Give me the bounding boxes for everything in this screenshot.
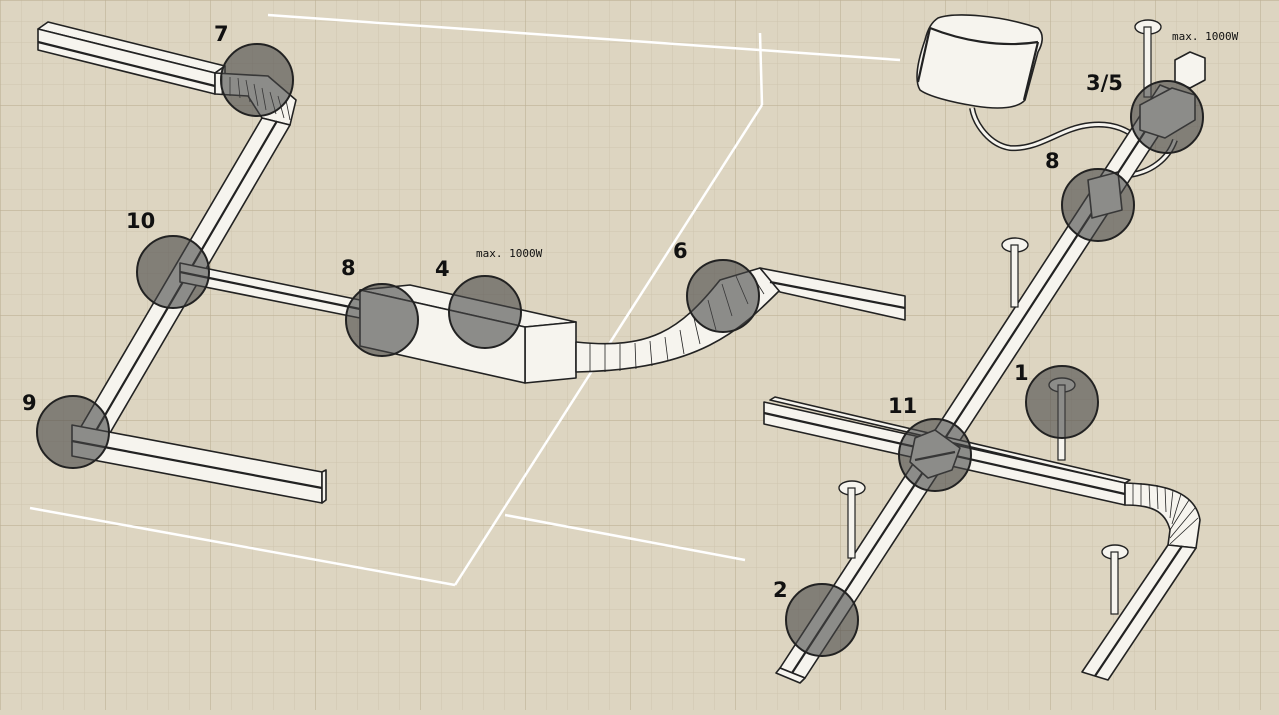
label-7: 7 bbox=[214, 22, 229, 46]
callout-circle-1 bbox=[1025, 365, 1099, 439]
callout-circles bbox=[36, 43, 1204, 657]
callout-circle-8-right bbox=[1061, 168, 1135, 242]
callout-circle-11 bbox=[898, 418, 972, 492]
callout-circle-3-5 bbox=[1130, 80, 1204, 154]
number-labels: 7 10 9 8 4 max. 1000W 6 max. 1000W 3/5 8… bbox=[22, 22, 1239, 602]
label-8-left: 8 bbox=[341, 256, 356, 280]
power-rating-left: max. 1000W bbox=[476, 247, 543, 260]
ceiling-suspension-top bbox=[1134, 19, 1162, 98]
track-rail-right-descending bbox=[1081, 544, 1197, 681]
label-8-right: 8 bbox=[1045, 149, 1060, 173]
callout-circle-7 bbox=[220, 43, 294, 117]
callout-circle-8-left bbox=[345, 283, 419, 357]
callout-circle-2 bbox=[785, 583, 859, 657]
flexible-bend-right bbox=[1124, 482, 1201, 549]
label-4: 4 bbox=[435, 257, 450, 281]
track-rail-right-end bbox=[759, 267, 906, 321]
label-6: 6 bbox=[673, 239, 688, 263]
transformer-box bbox=[916, 14, 1043, 109]
label-10: 10 bbox=[126, 209, 155, 233]
callout-circle-10 bbox=[136, 235, 210, 309]
ceiling-suspension-mid bbox=[1001, 237, 1029, 308]
label-2: 2 bbox=[773, 578, 788, 602]
callout-circle-4 bbox=[448, 275, 522, 349]
label-9: 9 bbox=[22, 391, 37, 415]
ceiling-outline bbox=[29, 13, 901, 587]
callout-circle-6 bbox=[686, 259, 760, 333]
callout-circle-9 bbox=[36, 395, 110, 469]
ceiling-suspension-lower-left bbox=[838, 480, 866, 559]
label-11: 11 bbox=[888, 394, 917, 418]
power-rating-right: max. 1000W bbox=[1172, 30, 1239, 43]
label-1: 1 bbox=[1014, 361, 1029, 385]
ceiling-suspension-lower-right bbox=[1101, 544, 1129, 615]
label-3-5: 3/5 bbox=[1086, 71, 1123, 95]
